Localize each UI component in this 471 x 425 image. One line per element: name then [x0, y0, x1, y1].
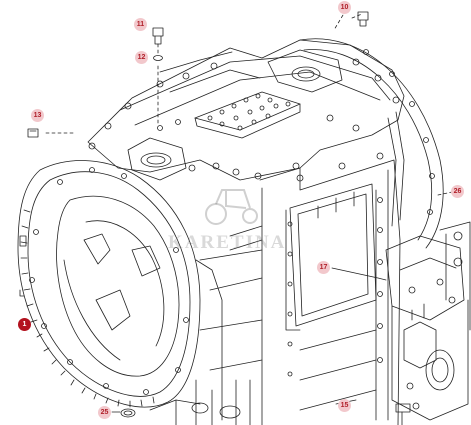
ring-part-25 [120, 408, 136, 418]
watermark-logo [205, 189, 258, 225]
callout-25: 25 [98, 406, 111, 419]
bell-housing [17, 160, 201, 408]
leader-lines [45, 9, 453, 196]
bolt-part-11 [152, 27, 164, 45]
housing-top [87, 39, 405, 181]
watermark-text: KARETINA [168, 232, 287, 253]
hydraulic-block [385, 221, 471, 425]
right-flange [299, 38, 444, 249]
pin-part-13 [27, 128, 39, 138]
solid-leaders [111, 267, 387, 413]
callout-15: 15 [338, 399, 351, 412]
lower-housing [149, 259, 251, 425]
small-parts [27, 11, 369, 418]
callout-10: 10 [338, 1, 351, 14]
callout-12: 12 [135, 51, 148, 64]
housing-side-wall [199, 152, 401, 425]
callout-26: 26 [451, 185, 464, 198]
washer-part-12 [153, 55, 163, 61]
plug-part-10 [357, 11, 369, 27]
callout-1: 1 [18, 318, 31, 331]
callout-11: 11 [134, 18, 147, 31]
callout-13: 13 [31, 109, 44, 122]
callout-17: 17 [317, 261, 330, 274]
